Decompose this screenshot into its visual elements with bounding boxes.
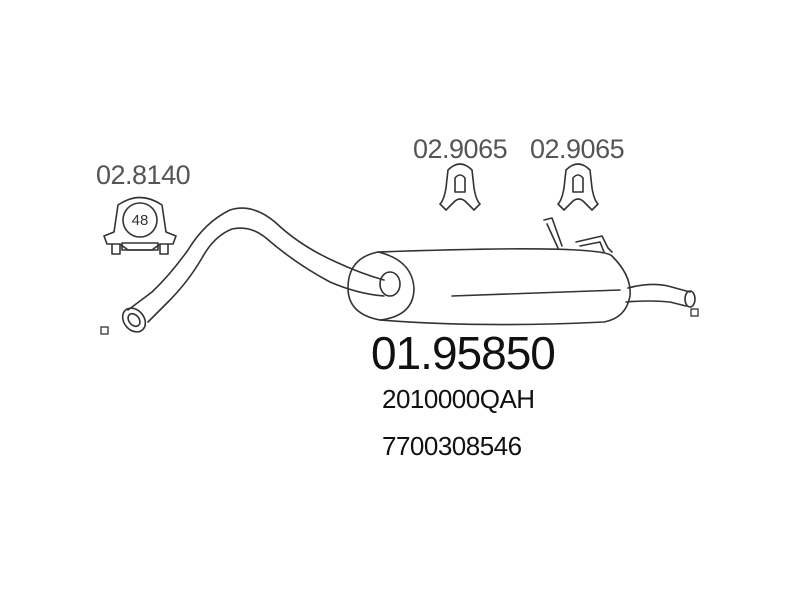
hanger-left-part-code: 02.9065 — [413, 134, 508, 164]
rubber-hanger-icon — [557, 163, 599, 211]
clamp-size-label: 48 — [132, 212, 149, 229]
rear-silencer-icon — [121, 207, 696, 333]
oem-number-1: 2010000QAH — [382, 384, 535, 414]
rubber-hanger-icon — [439, 163, 481, 211]
hanger-right-part-code: 02.9065 — [530, 134, 625, 164]
exhaust-clamp-icon: 48 — [103, 196, 177, 255]
oem-number-2: 7700308546 — [382, 431, 522, 461]
connection-marker-left — [100, 326, 109, 335]
connection-marker-right — [690, 308, 699, 317]
clamp-part-code: 02.8140 — [96, 160, 191, 190]
main-part-number: 01.95850 — [371, 327, 556, 379]
